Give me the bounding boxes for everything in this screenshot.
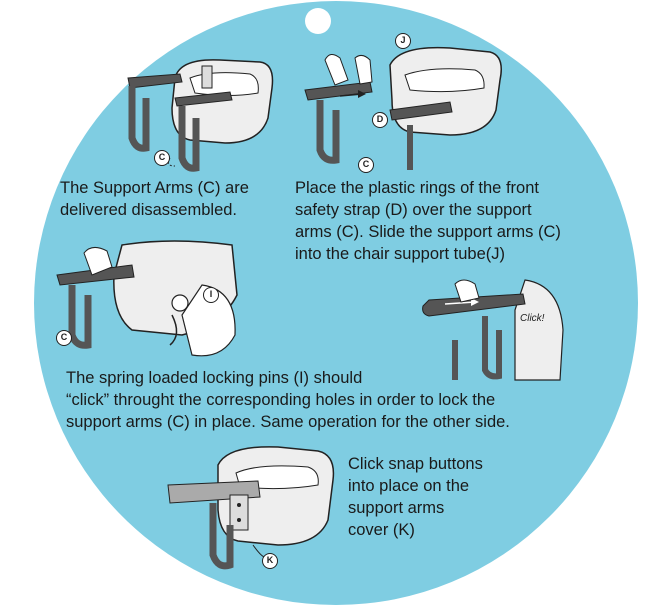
label-d: D: [372, 112, 388, 128]
illustration-slide-arms: [304, 46, 502, 170]
label-c-step1: C: [154, 150, 170, 166]
click-label: Click!: [520, 313, 545, 324]
illustration-locking-pins: [56, 240, 238, 357]
step-2-text: Place the plastic rings of the front saf…: [295, 179, 561, 263]
illustration-click-arm: [422, 279, 564, 381]
label-i: I: [203, 287, 219, 303]
label-j: J: [395, 33, 411, 49]
step-1-text: The Support Arms (C) are delivered disas…: [60, 179, 249, 219]
step-4-text: Click snap buttons into place on the sup…: [348, 455, 483, 539]
illustration-arms-disassembled: [127, 59, 274, 172]
illustration-snap-buttons: [167, 446, 335, 570]
label-c-step2: C: [358, 157, 374, 173]
label-c-step3: C: [56, 330, 72, 346]
label-k: K: [262, 553, 278, 569]
step-3-text: The spring loaded locking pins (I) shoul…: [66, 369, 510, 431]
hanging-hole: [305, 8, 331, 34]
